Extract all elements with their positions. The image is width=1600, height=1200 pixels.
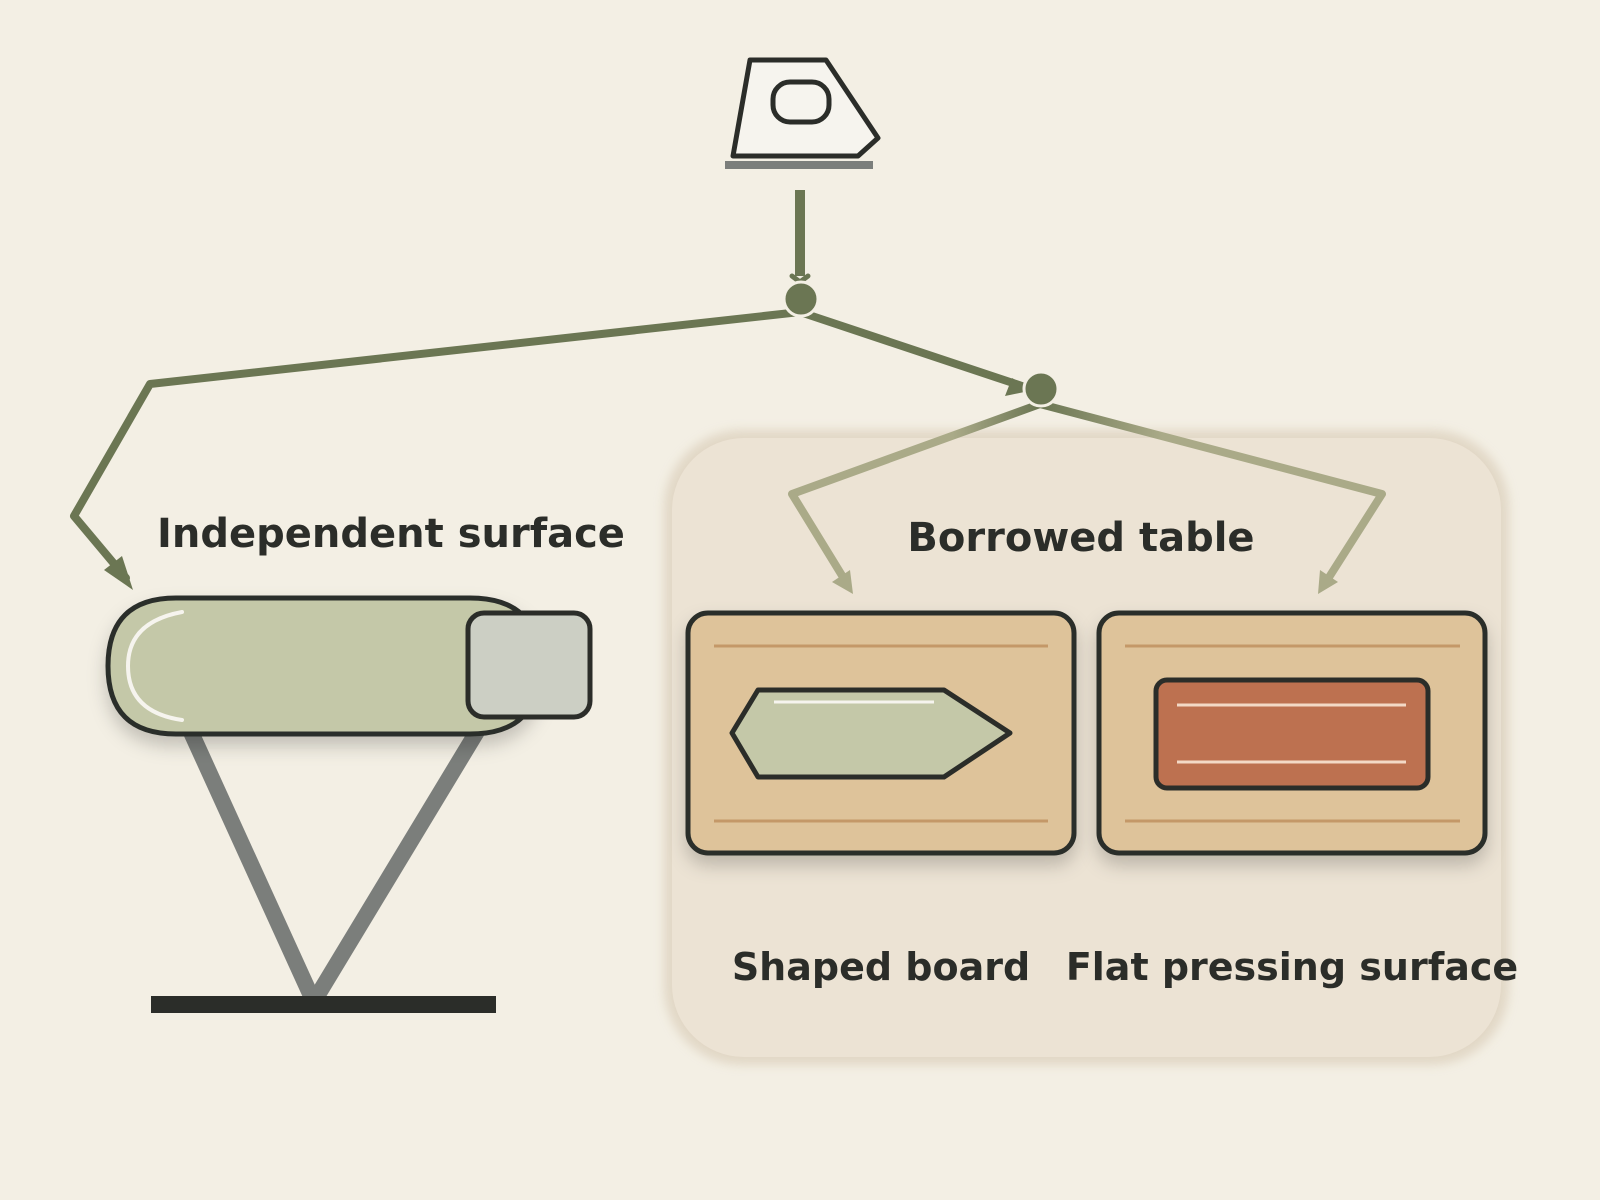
- board-tip-highlight: [125, 610, 184, 722]
- arrowhead-flat: [1318, 570, 1338, 594]
- board-iron-rest: [465, 610, 593, 720]
- branch-right-line: [796, 308, 1026, 390]
- label-shaped-board: Shaped board: [732, 945, 1030, 989]
- junction-node-top: [782, 280, 820, 318]
- board-leg-right: [309, 725, 485, 1003]
- flow-lines: [70, 190, 1386, 586]
- sub-branch-left-line: [788, 400, 1044, 586]
- branch-left-line: [70, 308, 804, 582]
- ironing-board-icon: [105, 595, 593, 1013]
- board-leg-left: [182, 726, 320, 1002]
- iron-icon: [725, 57, 881, 169]
- flat-pressing-card: [1096, 610, 1488, 856]
- arrowhead-left: [104, 556, 133, 590]
- borrowed-table-panel: [664, 430, 1509, 1065]
- sleeve-board-icon: [729, 687, 1013, 780]
- junction-node-right: [1022, 370, 1060, 408]
- arrowhead-shaped: [832, 570, 853, 594]
- label-flat-pressing-surface: Flat pressing surface: [1066, 945, 1518, 989]
- label-independent-surface: Independent surface: [157, 511, 625, 557]
- label-borrowed-table: Borrowed table: [907, 515, 1254, 561]
- shaped-board-card: [685, 610, 1077, 856]
- sub-branch-right-line: [1036, 400, 1386, 586]
- board-base: [151, 996, 496, 1013]
- arrow-heads: [104, 273, 1338, 594]
- pressing-pad-icon: [1153, 677, 1431, 791]
